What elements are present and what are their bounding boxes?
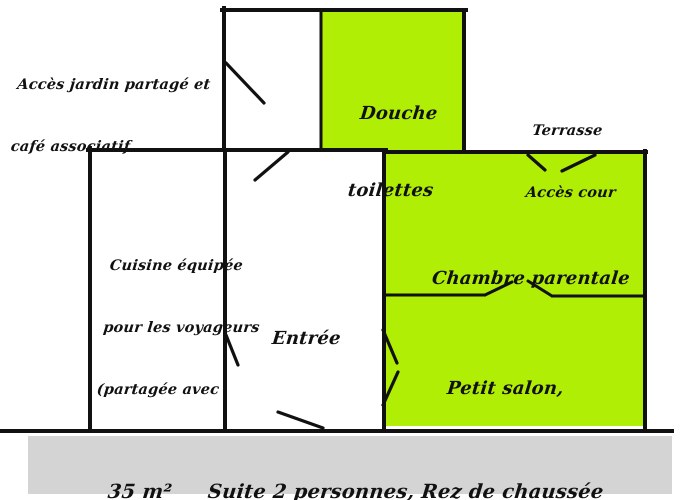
room-label-petit-salon: Petit salon, <box>440 325 570 453</box>
annotation-terrace-line1: Terrasse <box>531 122 604 140</box>
wall-group-outer <box>0 6 674 433</box>
footer-description-text: Suite 2 personnes, Rez de chaussée <box>206 479 605 500</box>
room-fill-douche-toilettes <box>321 9 465 151</box>
room-fill-cuisine <box>90 149 225 426</box>
door-swing-green-lower <box>381 370 400 407</box>
room-label-cuisine-line1: Cuisine équipée <box>108 257 244 275</box>
room-label-douche-line2: toilettes <box>346 179 435 201</box>
room-fill-entree <box>225 149 385 426</box>
room-label-salon-line1: Petit salon, <box>445 378 565 400</box>
door-swing-entree-cuisine <box>224 333 240 367</box>
door-swing-group <box>224 61 597 430</box>
partition-left-angle <box>483 280 514 297</box>
footer-description: Suite 2 personnes, Rez de chaussée <box>176 450 608 500</box>
footer-area-text: 35 m² <box>106 479 174 500</box>
annotation-garden-access-line2: café associatif <box>9 137 132 155</box>
footer-bar <box>28 436 672 494</box>
annotation-terrace-line2: Accès cour <box>524 183 617 201</box>
room-label-chambre-parentale: Chambre parentale <box>425 215 636 343</box>
partition-chambre-salon <box>384 279 647 298</box>
door-swing-green-upper <box>381 328 399 365</box>
room-label-entree-line1: Entrée <box>270 328 342 350</box>
room-fill-petit-salon <box>385 289 645 426</box>
window-mark-chambre-right <box>560 153 597 173</box>
room-fill-chambre-parentale <box>385 151 645 289</box>
annotation-garden-access-line1: Accès jardin partagé et <box>16 76 212 94</box>
window-mark-chambre-left <box>526 153 547 172</box>
annotation-garden-access: Accès jardin partagé et café associatif <box>5 34 215 199</box>
room-label-entree: Entrée <box>265 275 347 403</box>
door-swing-entree-bottom <box>276 410 325 430</box>
footer-area: 35 m² <box>76 450 177 500</box>
room-label-chambre-line1: Chambre parentale <box>430 268 631 290</box>
room-label-cuisine-line2: pour les voyageurs <box>102 318 261 336</box>
door-swing-north-hall <box>224 61 266 105</box>
partition-right-angle <box>526 279 554 298</box>
door-swing-entree-top <box>253 150 290 182</box>
room-label-douche-line1: Douche <box>358 103 439 125</box>
room-label-cuisine-line3: (partagée avec <box>95 380 221 398</box>
